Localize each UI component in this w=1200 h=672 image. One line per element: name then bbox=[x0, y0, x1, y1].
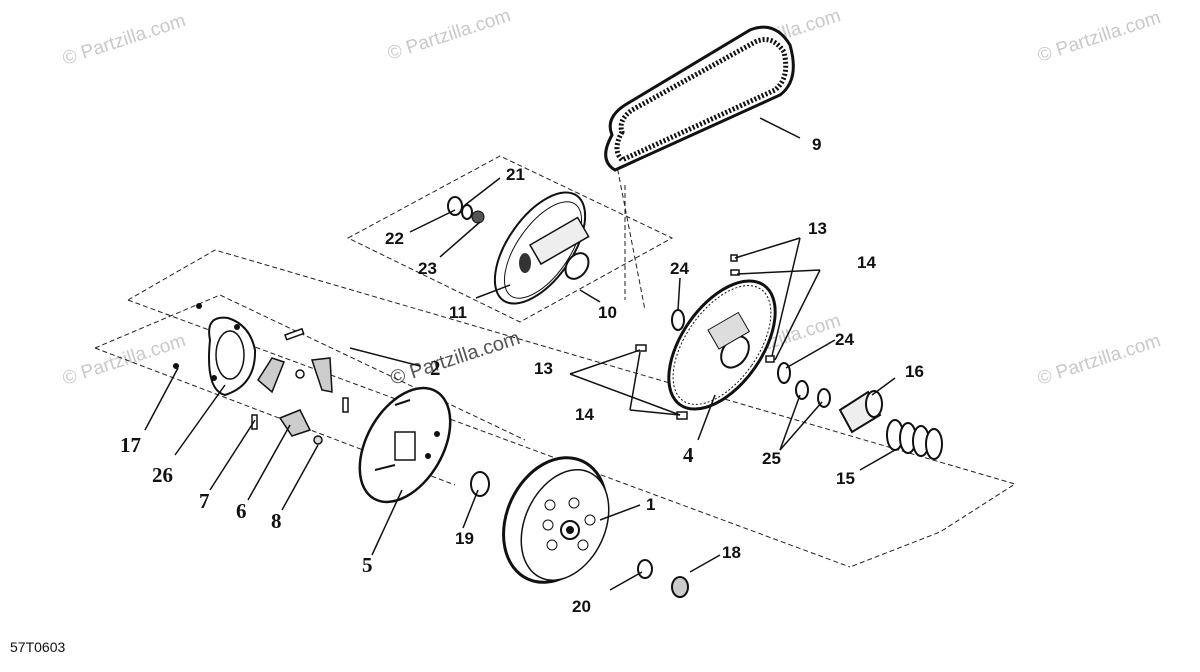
drive-plate bbox=[358, 386, 452, 504]
callout-13-lower: 13 bbox=[534, 359, 553, 378]
collar-16-end bbox=[865, 390, 883, 418]
bolt-13-right bbox=[765, 355, 775, 363]
washer-14-low bbox=[676, 411, 688, 420]
callout-11: 11 bbox=[449, 303, 467, 322]
watermark-far-right: © Partzilla.com bbox=[1035, 7, 1163, 67]
driven-face bbox=[447, 191, 590, 305]
callout-22: 22 bbox=[385, 229, 404, 248]
bolt-13-left bbox=[635, 344, 647, 352]
callout-25: 25 bbox=[762, 449, 781, 468]
drive-face bbox=[667, 279, 777, 411]
leader-lines bbox=[144, 117, 896, 591]
o-ring-24-left bbox=[671, 309, 685, 331]
clutch-outer bbox=[502, 456, 610, 584]
sleeve-parts bbox=[671, 309, 943, 460]
watermark-far-right-mid: © Partzilla.com bbox=[1035, 330, 1163, 390]
callout-7: 7 bbox=[199, 489, 210, 513]
callout-19: 19 bbox=[455, 529, 474, 548]
callout-2: 2 bbox=[430, 356, 441, 380]
washer-20 bbox=[637, 559, 653, 579]
callout-21: 21 bbox=[506, 165, 525, 184]
washer-25-a bbox=[795, 380, 809, 400]
callout-13-upper: 13 bbox=[808, 219, 827, 238]
callout-1: 1 bbox=[646, 495, 655, 514]
callout-labels: 9 21 22 23 11 10 24 13 14 24 16 13 14 4 … bbox=[120, 135, 924, 616]
washer-19 bbox=[470, 471, 490, 497]
watermark-top-left: © Partzilla.com bbox=[60, 10, 188, 70]
callout-16: 16 bbox=[905, 362, 924, 381]
belt-guide-line bbox=[609, 129, 646, 311]
callout-14-lower: 14 bbox=[575, 405, 594, 424]
clutch-shoes bbox=[251, 327, 349, 445]
watermark-top-center: © Partzilla.com bbox=[385, 5, 513, 65]
washer-14-top bbox=[730, 269, 740, 276]
callout-17: 17 bbox=[120, 433, 141, 457]
clutch-plate bbox=[173, 303, 257, 397]
nut-18 bbox=[671, 576, 689, 598]
bolts bbox=[635, 254, 775, 420]
callout-6: 6 bbox=[236, 499, 247, 523]
watermark-mid-left: © Partzilla.com bbox=[60, 330, 188, 390]
callout-5: 5 bbox=[362, 553, 373, 577]
drive-belt bbox=[604, 25, 795, 172]
callout-9: 9 bbox=[812, 135, 821, 154]
callout-26: 26 bbox=[152, 463, 173, 487]
callout-18: 18 bbox=[722, 543, 741, 562]
outline-driven-face bbox=[346, 155, 674, 323]
callout-8: 8 bbox=[271, 509, 282, 533]
hardware bbox=[470, 471, 689, 598]
callout-14-upper: 14 bbox=[857, 253, 876, 272]
callout-10: 10 bbox=[598, 303, 617, 322]
callout-20: 20 bbox=[572, 597, 591, 616]
watermark-center: © Partzilla.com bbox=[388, 327, 523, 390]
outline-clutch-outer bbox=[127, 249, 1017, 568]
callout-4: 4 bbox=[683, 443, 694, 467]
callout-23: 23 bbox=[418, 259, 437, 278]
diagram-code: 57T0603 bbox=[10, 639, 66, 655]
callout-15: 15 bbox=[836, 469, 855, 488]
spring-15-coil-4 bbox=[925, 428, 943, 460]
callout-24-lower: 24 bbox=[835, 330, 854, 349]
callout-24-upper: 24 bbox=[670, 259, 689, 278]
